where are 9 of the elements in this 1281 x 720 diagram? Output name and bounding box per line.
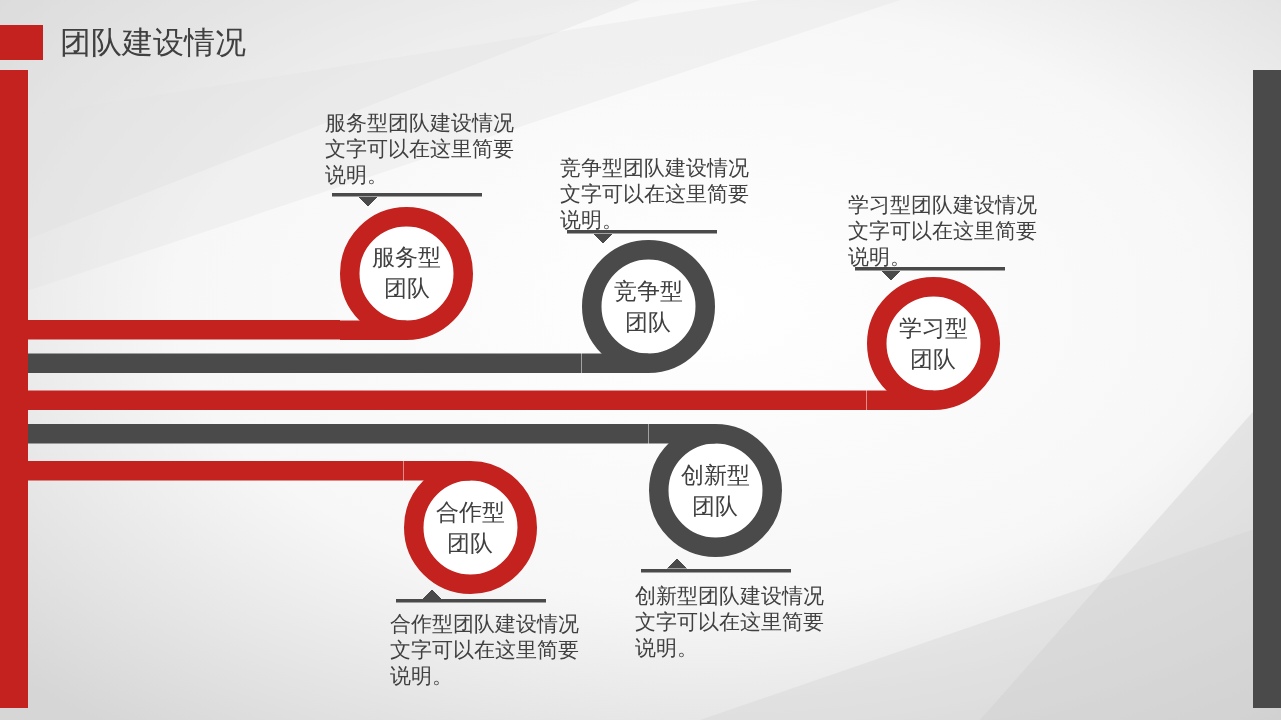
node-label: 合作型团队	[434, 497, 506, 558]
connector-line	[28, 390, 867, 410]
node-label: 学习型团队	[897, 313, 969, 374]
slide-title: 团队建设情况	[60, 23, 246, 62]
node-label: 创新型团队	[679, 460, 751, 521]
vertical-bar	[0, 70, 28, 708]
node-label: 竞争型团队	[612, 276, 684, 337]
node-label: 服务型团队	[371, 243, 442, 303]
vertical-bar	[1253, 70, 1281, 708]
